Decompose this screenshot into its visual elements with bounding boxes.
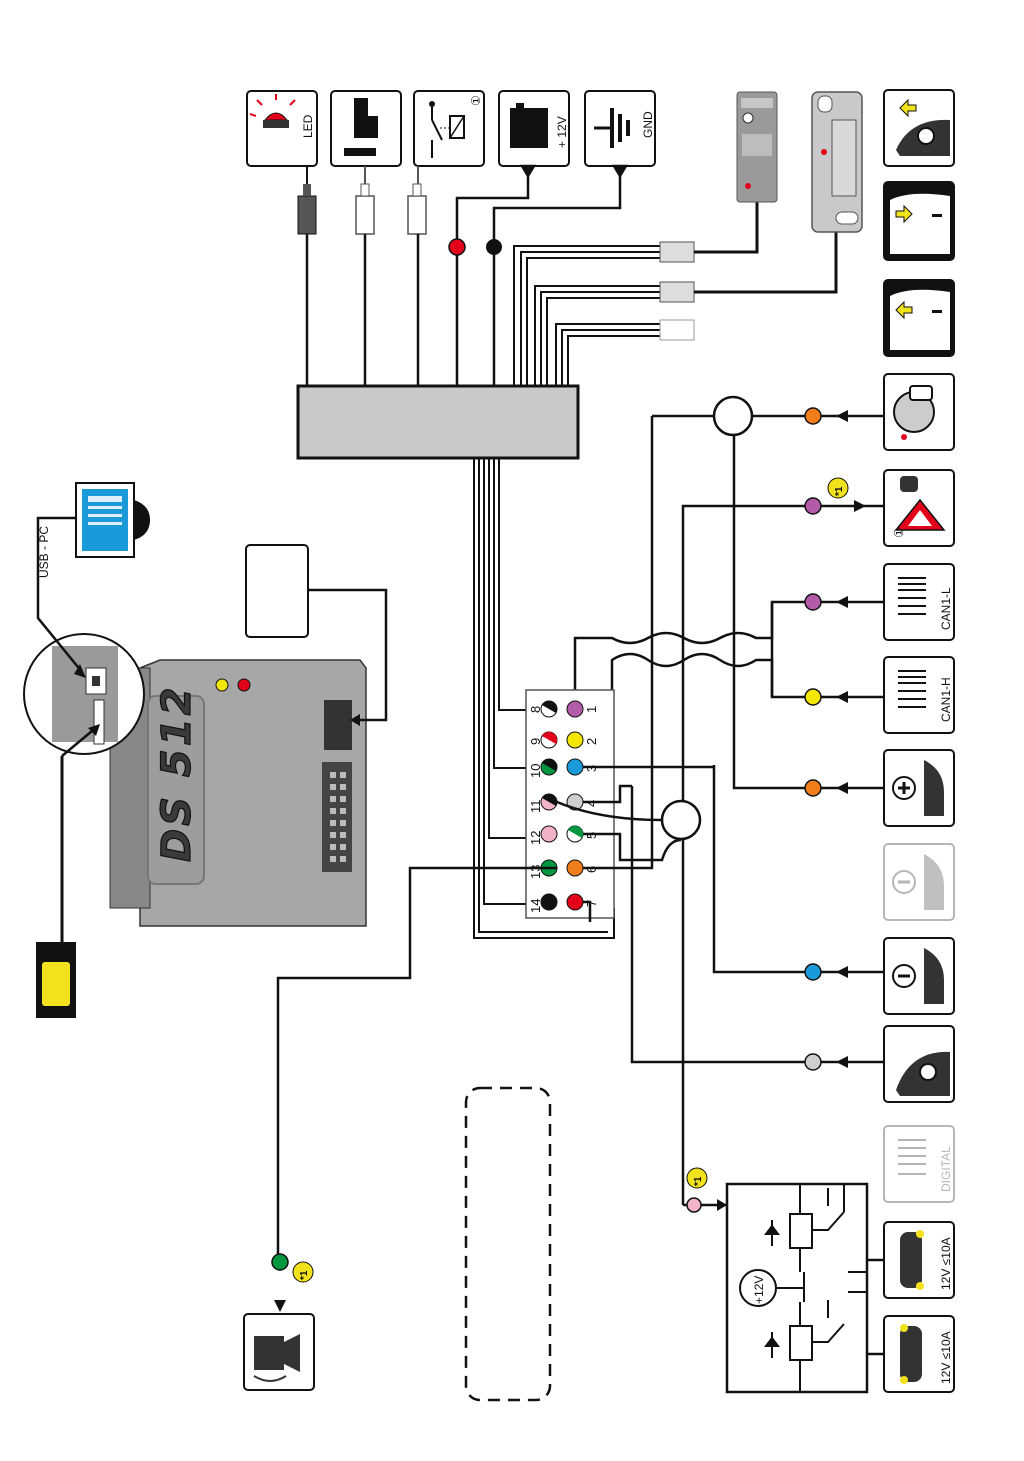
ground-icon: GND bbox=[584, 90, 656, 167]
device-model-label: DS 512 bbox=[154, 685, 200, 862]
svg-text:7: 7 bbox=[584, 900, 599, 907]
connector-pin-numbers: 1 2 3 4 5 6 7 8 9 10 11 12 13 14 bbox=[528, 706, 599, 913]
can-h-wire-marker bbox=[804, 688, 822, 706]
note-marker-siren: *1 bbox=[292, 1261, 314, 1283]
siren-wire-marker bbox=[271, 1253, 289, 1271]
right-arrowheads bbox=[717, 410, 866, 1211]
junction-lower bbox=[660, 799, 702, 841]
red-wire-marker bbox=[448, 238, 466, 256]
usb-pc-label: USB - PC bbox=[37, 526, 51, 578]
pc-monitor-icon bbox=[75, 482, 150, 558]
connector-output-wires bbox=[276, 416, 714, 1255]
svg-text:3: 3 bbox=[584, 765, 599, 772]
can-high-icon: CAN1-H bbox=[883, 656, 955, 734]
relay-control-wire-marker bbox=[686, 1197, 702, 1213]
svg-text:1: 1 bbox=[584, 706, 599, 713]
svg-text:9: 9 bbox=[528, 738, 543, 745]
black-wire-marker bbox=[486, 239, 502, 255]
door-front-icon bbox=[883, 181, 955, 261]
ignition-key-icon bbox=[883, 373, 955, 451]
svg-text:12: 12 bbox=[528, 831, 543, 845]
relay-connector bbox=[407, 166, 427, 235]
load-1-label: 12V ≤10A bbox=[939, 1237, 953, 1290]
top-harness-wires bbox=[305, 164, 629, 386]
hazard-icon-mark: ① bbox=[892, 527, 906, 538]
digital-input-faded-icon: DIGITAL bbox=[883, 1125, 955, 1203]
hood-trunk-sensor-icon bbox=[883, 1025, 955, 1103]
negative-trigger-faded-icon bbox=[883, 843, 955, 921]
connector-pins bbox=[540, 700, 584, 911]
load-2-label: 12V ≤10A bbox=[939, 1331, 953, 1384]
sim-card-icon bbox=[36, 942, 76, 1018]
harness-junction-box bbox=[296, 384, 580, 460]
svg-text:10: 10 bbox=[528, 764, 543, 778]
svg-text:*1: *1 bbox=[693, 1176, 704, 1186]
svg-text:13: 13 bbox=[528, 865, 543, 879]
hazard-wire-marker bbox=[804, 497, 822, 515]
gps-antenna-cable bbox=[308, 588, 388, 722]
svg-text:4: 4 bbox=[584, 800, 599, 807]
usb-port-zoom bbox=[23, 633, 145, 755]
can-l-wire-marker bbox=[804, 593, 822, 611]
push-button-icon bbox=[330, 90, 402, 167]
load-output-1-icon: 12V ≤10A bbox=[883, 1221, 955, 1299]
positive-trigger-wire-marker bbox=[804, 779, 822, 797]
optional-module-placeholder bbox=[464, 1086, 552, 1402]
gps-antenna-box bbox=[245, 544, 309, 638]
relay-internals bbox=[764, 1184, 867, 1392]
sensor-bundle-wires bbox=[513, 245, 660, 386]
siren-arrow bbox=[274, 1300, 286, 1312]
door-sensor-icon bbox=[811, 91, 863, 233]
can-h-label: CAN1-H bbox=[939, 677, 953, 722]
main-bundle-wires bbox=[473, 458, 615, 939]
sensor-plug-wires bbox=[694, 202, 838, 294]
relay-icon: ① bbox=[413, 90, 485, 167]
svg-text:*1: *1 bbox=[299, 1270, 310, 1280]
svg-text:2: 2 bbox=[584, 738, 599, 745]
can-twisted-pair bbox=[573, 602, 774, 742]
svg-text:14: 14 bbox=[528, 899, 543, 913]
negative-trigger-icon bbox=[883, 937, 955, 1015]
relay-supply-label: +12V bbox=[752, 1276, 766, 1304]
svg-text:11: 11 bbox=[528, 800, 543, 814]
positive-trigger-icon bbox=[883, 749, 955, 827]
hazard-lights-icon: ① bbox=[883, 469, 955, 547]
usb-cable bbox=[36, 516, 83, 673]
door-rear-icon bbox=[883, 279, 955, 357]
negative-trigger-wire-marker bbox=[804, 963, 822, 981]
svg-text:*1: *1 bbox=[834, 486, 845, 496]
sensor-plugs bbox=[659, 241, 695, 341]
hood-wire-marker bbox=[804, 1053, 822, 1071]
tilt-sensor-icon bbox=[736, 91, 778, 203]
svg-text:5: 5 bbox=[584, 832, 599, 839]
plus12v-label: + 12V bbox=[555, 116, 569, 148]
digital-label: DIGITAL bbox=[939, 1146, 953, 1192]
note-marker-relay: *1 bbox=[686, 1167, 708, 1189]
svg-text:8: 8 bbox=[528, 706, 543, 713]
trunk-open-icon bbox=[883, 89, 955, 167]
load-output-2-icon: 12V ≤10A bbox=[883, 1315, 955, 1393]
led-indicator-icon: LED bbox=[246, 90, 318, 167]
can-l-label: CAN1-L bbox=[939, 587, 953, 630]
relay-block bbox=[725, 1182, 884, 1394]
led-connector bbox=[297, 166, 317, 235]
note-marker-hazard: *1 bbox=[827, 477, 849, 499]
svg-text:6: 6 bbox=[584, 866, 599, 873]
ignition-wire-marker bbox=[804, 407, 822, 425]
ds512-gps-tracker-unit: DS 512 bbox=[109, 659, 367, 927]
junction-upper bbox=[712, 395, 754, 437]
relay-supply-symbol: +12V bbox=[739, 1269, 805, 1307]
battery-icon: + 12V bbox=[498, 90, 570, 167]
button-connector bbox=[355, 166, 375, 235]
siren-icon bbox=[243, 1313, 315, 1391]
can-low-icon: CAN1-L bbox=[883, 563, 955, 641]
led-label: LED bbox=[301, 114, 315, 138]
relay-icon-mark: ① bbox=[469, 95, 483, 106]
gnd-label: GND bbox=[641, 111, 655, 138]
